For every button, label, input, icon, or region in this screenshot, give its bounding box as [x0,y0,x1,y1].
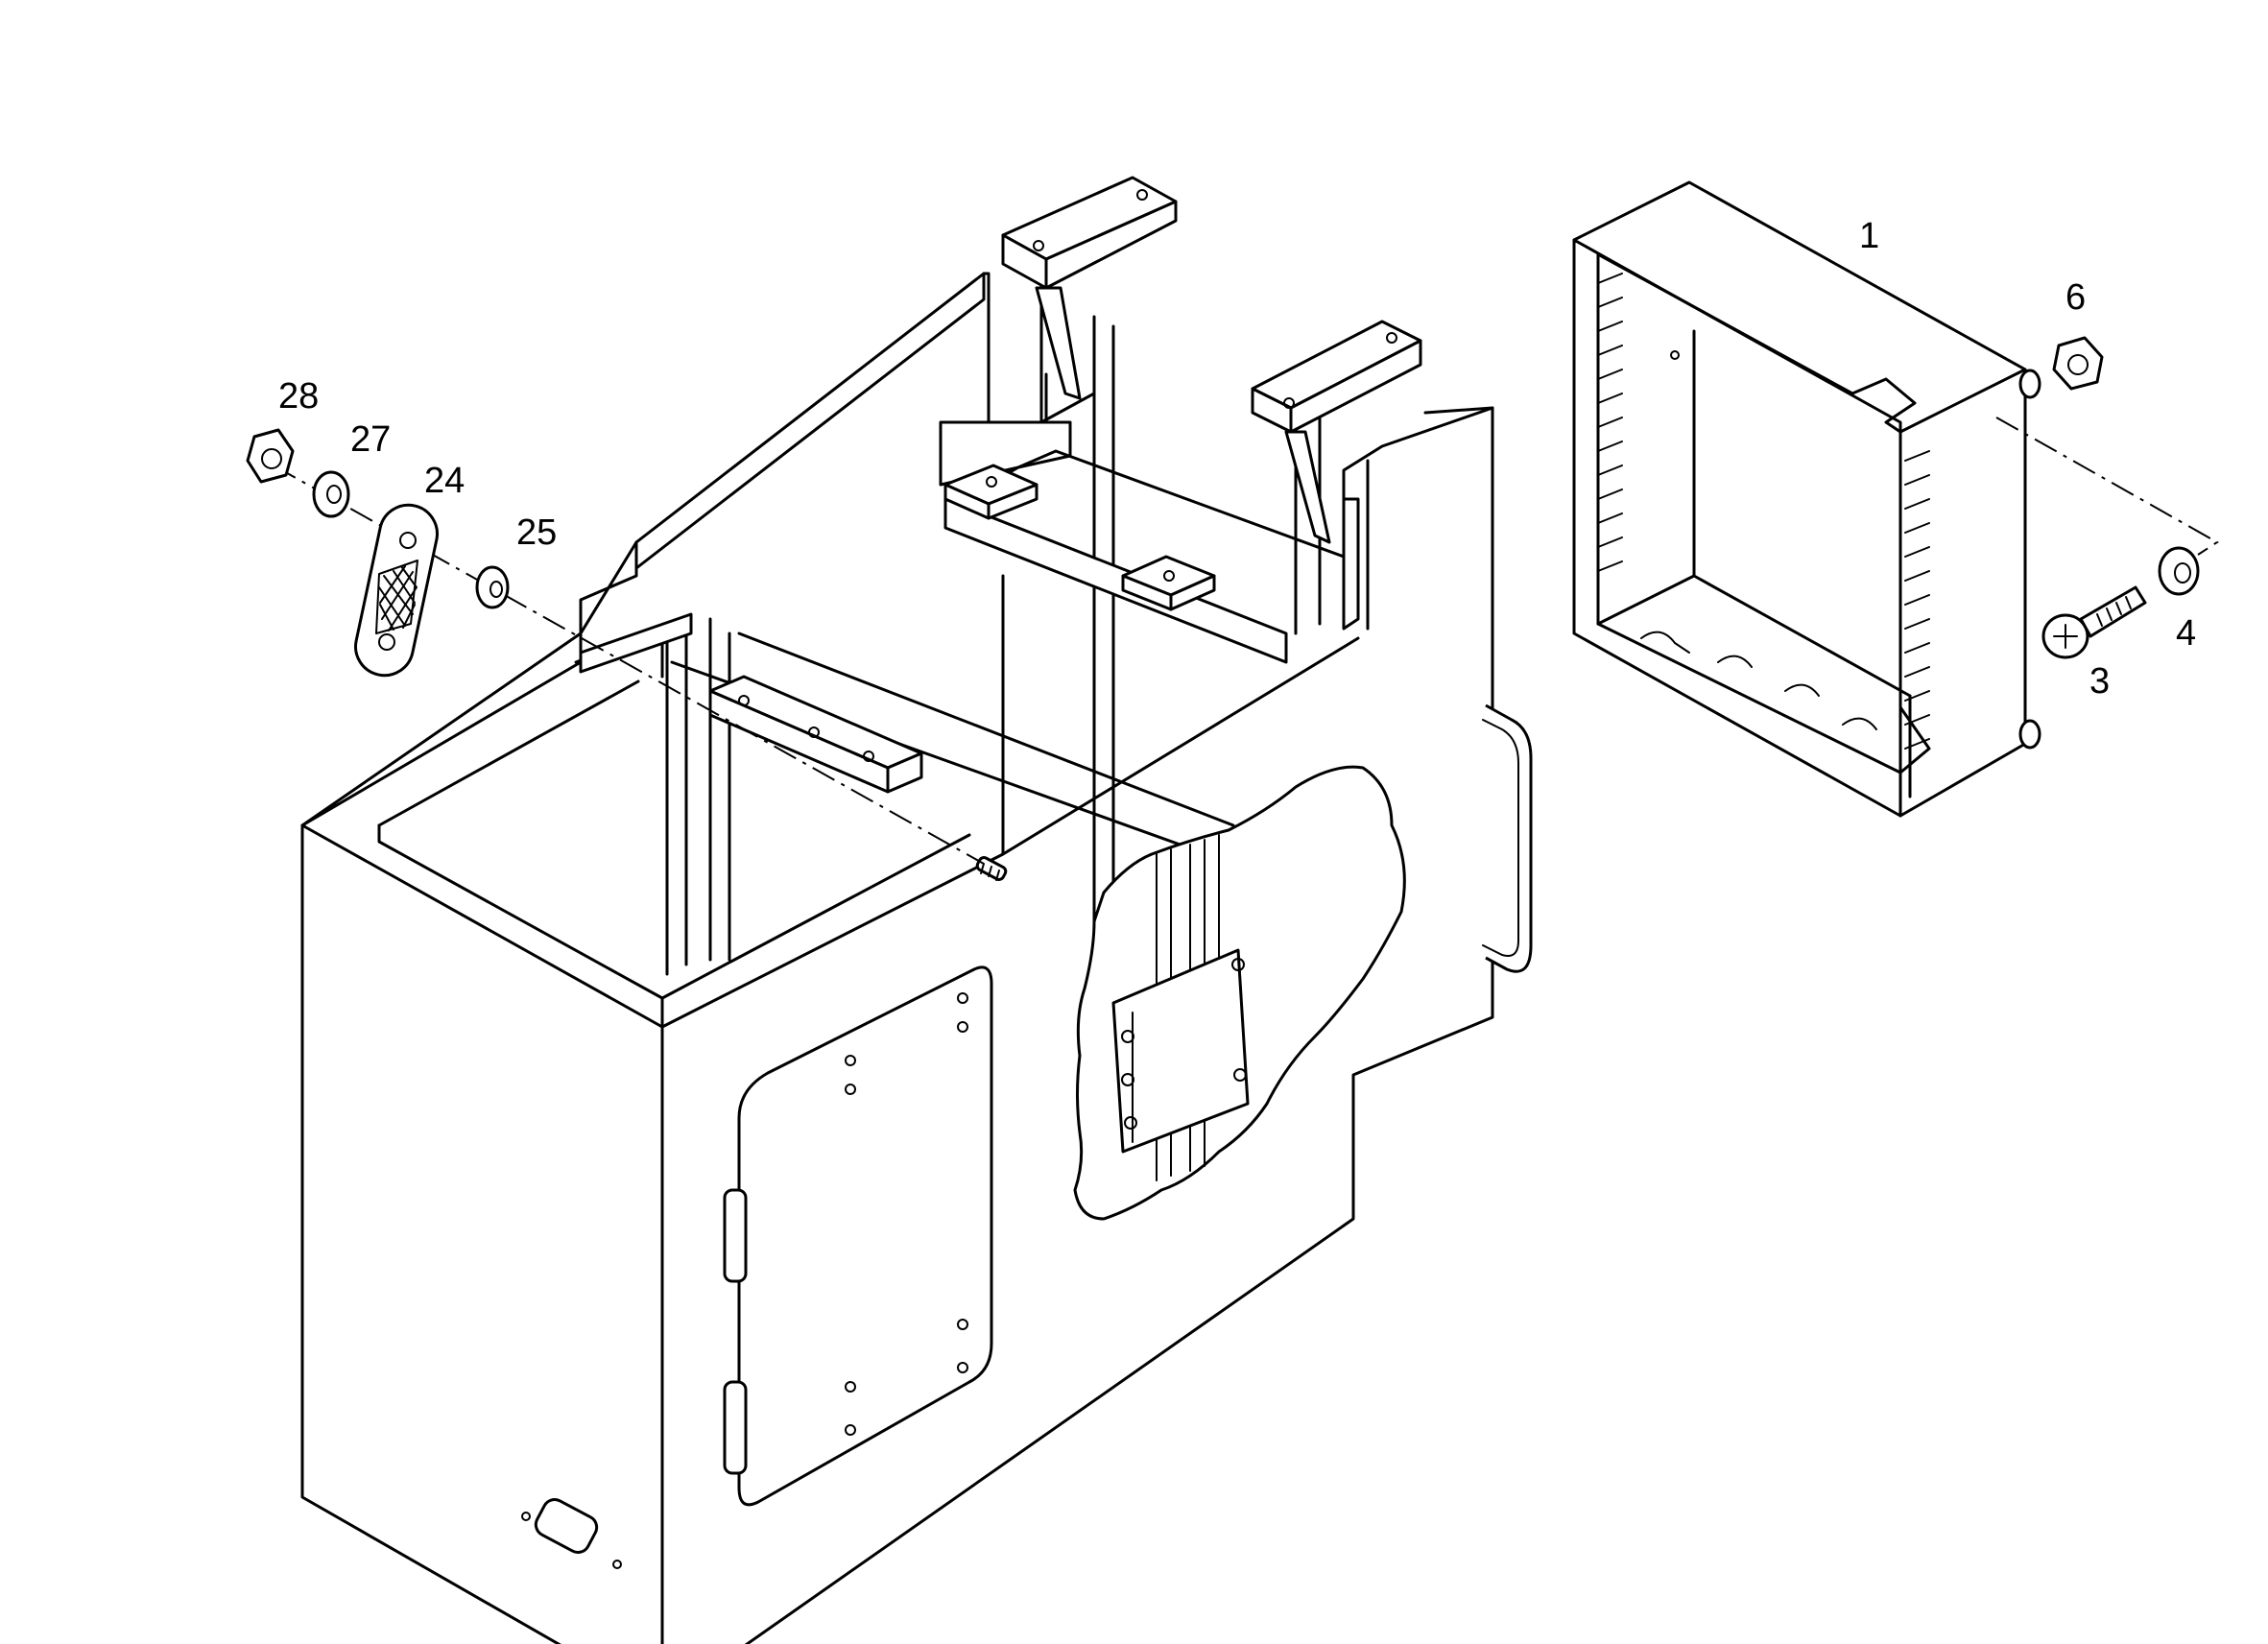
callout-1: 1 [1859,216,1879,256]
cabinet [300,176,1533,1644]
front-rail [574,612,923,794]
callout-4: 4 [2176,613,2196,654]
right-hardware [2041,336,2200,659]
cabinet-walls [300,406,1494,1644]
callout-27: 27 [350,419,391,460]
mounting-bar-left [1001,176,1178,400]
callout-25: 25 [516,512,557,553]
callout-6: 6 [2065,277,2086,318]
mounting-blocks [943,464,1216,611]
cover-slots-bottom [1640,631,1877,730]
callout-24: 24 [424,461,465,501]
screw-3 [2041,585,2147,659]
washer-4 [2158,546,2200,596]
door-screw-holes [845,992,968,1436]
callout-28: 28 [278,376,319,417]
assembly-centerline-right [1995,417,2219,556]
mounting-bar-right [1251,320,1422,544]
vent-slot [521,1497,622,1569]
side-handle [1482,703,1533,973]
cutaway-view [1073,765,1406,1221]
cover-part-1 [1572,180,2219,818]
callout-labels: 1 3 4 6 24 25 27 28 [278,216,2196,702]
callout-3: 3 [2089,661,2110,702]
washer-27 [312,470,350,518]
strap-24 [354,503,439,678]
access-door [723,965,993,1507]
threaded-stud [975,856,1008,881]
cover-slots-right [1904,450,1930,750]
left-hardware-stack [246,428,985,865]
washer-25 [475,565,510,609]
hex-nut-28 [246,428,295,484]
hex-nut-6 [2052,336,2104,391]
cover-slots-left [1597,273,1623,572]
